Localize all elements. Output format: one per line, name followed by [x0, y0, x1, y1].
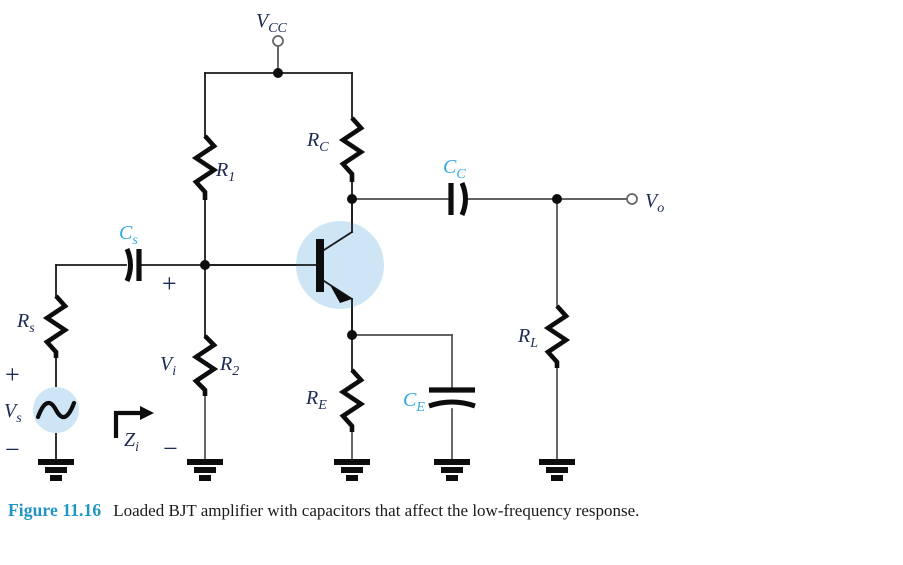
capacitor-cs-left-plate [124, 247, 133, 283]
node-vcc-rail [273, 68, 283, 78]
label-r1: R1 [215, 159, 235, 185]
label-cc: CC [443, 156, 466, 182]
label-vcc: VCC [256, 10, 288, 36]
resistor-rs [42, 294, 70, 358]
ground-r2 [187, 459, 223, 481]
resistor-rl [543, 304, 571, 368]
resistor-r1 [191, 134, 219, 200]
label-r2: R2 [219, 353, 239, 379]
resistor-re [338, 368, 366, 432]
label-plus-input: + [162, 269, 177, 298]
ground-ce [434, 459, 470, 481]
transistor-collector-lead [322, 230, 354, 252]
resistor-rc [338, 116, 366, 182]
caption-description: Loaded BJT amplifier with capacitors tha… [113, 501, 640, 520]
transistor-emitter-lead [322, 279, 354, 301]
source-sine-icon [35, 400, 77, 420]
label-rl: RL [517, 325, 538, 351]
vo-terminal[interactable] [626, 193, 638, 205]
label-minus-source: − [5, 435, 20, 464]
caption-figure-number: Figure 11.16 [8, 500, 102, 520]
resistor-r2 [191, 334, 219, 396]
circuit-diagram: VCC R1 R2 RC RE Rs RL Vi Vs [4, 10, 664, 481]
vcc-terminal[interactable] [272, 35, 284, 47]
capacitor-cc-right-plate [459, 181, 468, 217]
node-base [200, 260, 210, 270]
capacitor-ce-bottom-plate [428, 399, 476, 409]
ground-source [38, 459, 74, 481]
node-emitter [347, 330, 357, 340]
transistor-base-bar [316, 239, 324, 292]
label-ce: CE [403, 389, 425, 415]
ground-rl [539, 459, 575, 481]
label-plus-source: + [5, 360, 20, 389]
label-vs: Vs [4, 400, 22, 426]
label-rs: Rs [16, 310, 35, 336]
node-output [552, 194, 562, 204]
label-rc: RC [306, 129, 329, 155]
label-re: RE [305, 387, 327, 413]
figure-caption: Figure 11.16 Loaded BJT amplifier with c… [8, 500, 898, 540]
transistor-emitter-arrow [330, 285, 352, 303]
label-minus-input: − [163, 434, 178, 463]
label-vo: Vo [645, 190, 664, 216]
zi-arrowhead [140, 406, 154, 420]
label-zi: Zi [124, 429, 139, 455]
ground-re [334, 459, 370, 481]
label-vi: Vi [160, 353, 176, 379]
zi-indicator [113, 406, 154, 438]
label-cs: Cs [119, 222, 138, 248]
node-collector [347, 194, 357, 204]
